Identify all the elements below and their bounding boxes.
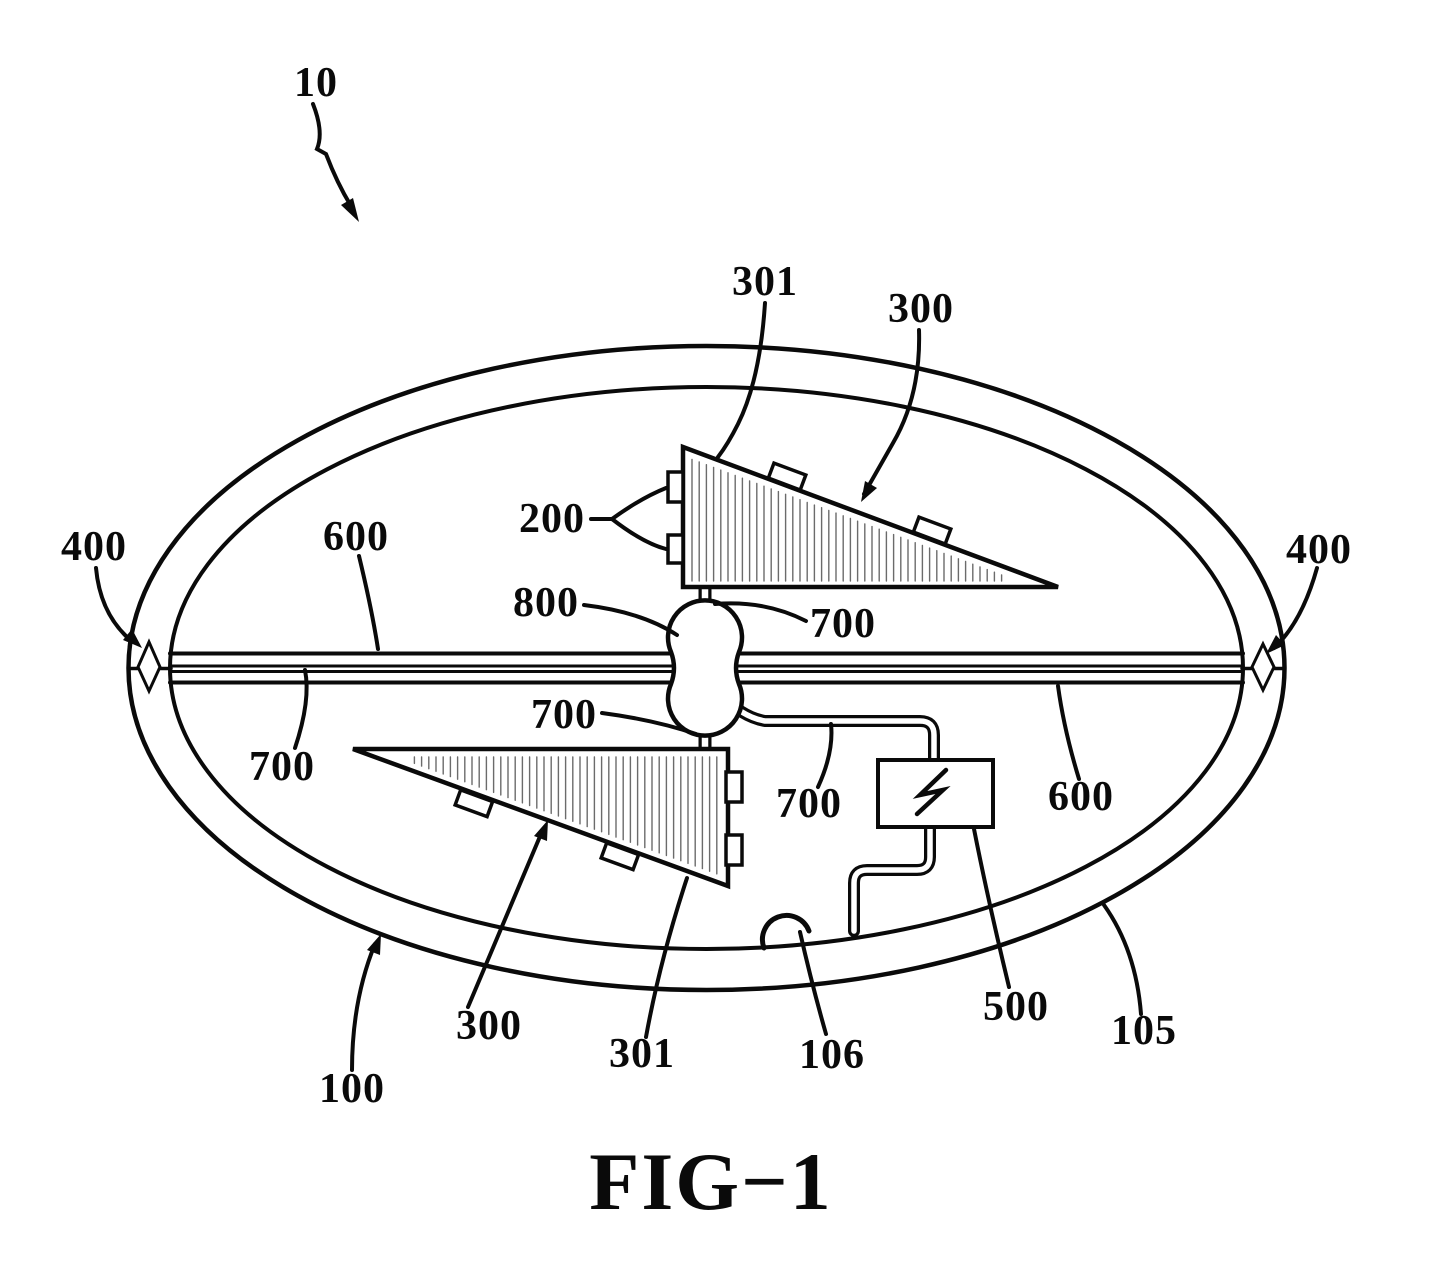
hub-circle [665, 598, 745, 738]
wedge-fin-upper [666, 443, 1059, 590]
arrowheads [123, 198, 1285, 955]
mount-tab-upper-hyp-2 [911, 514, 954, 547]
leader-700-lower-left [293, 668, 309, 750]
leader-301-top [716, 301, 767, 459]
port-bump [759, 912, 812, 951]
figure-caption: FIG−1 [589, 1136, 833, 1227]
ref-label-800: 800 [513, 580, 579, 626]
ref-label-301-bottom: 301 [609, 1031, 675, 1077]
ref-label-700-lower-left: 700 [249, 744, 315, 790]
ref-label-106: 106 [799, 1032, 865, 1078]
leader-300-bottom [466, 832, 543, 1009]
ref-label-700-bottom-center: 700 [776, 781, 842, 827]
ref-label-200: 200 [519, 496, 585, 542]
ref-label-300-top: 300 [888, 286, 954, 332]
ref-label-400-right: 400 [1286, 527, 1352, 573]
ref-label-105: 105 [1111, 1008, 1177, 1054]
ref-label-10: 10 [294, 60, 338, 106]
mount-tab-lower-hyp-2 [598, 840, 641, 872]
pivot-diamond-left [136, 638, 162, 695]
leader-105 [1102, 903, 1143, 1016]
arrowhead-300-top [861, 481, 877, 502]
lightning-bolt-icon [912, 767, 951, 817]
mount-tab-upper-left-1 [666, 470, 685, 504]
mount-tab-upper-hyp-1 [766, 460, 809, 493]
fin-hatching-upper [691, 458, 1003, 582]
leader-200-upper-branch [610, 486, 668, 521]
ref-label-600-right: 600 [1048, 774, 1114, 820]
arrowhead-300-bottom [534, 820, 548, 841]
ref-label-600-left: 600 [323, 514, 389, 560]
mount-tab-upper-left-2 [666, 533, 685, 565]
leader-10 [311, 102, 353, 208]
wedge-fin-lower [352, 746, 744, 890]
leader-301-bottom [644, 876, 689, 1039]
arrowhead-100 [367, 934, 381, 955]
ref-label-400-left: 400 [61, 524, 127, 570]
ref-label-301-top: 301 [732, 259, 798, 305]
leader-106 [798, 930, 828, 1036]
leader-100 [350, 942, 377, 1072]
mount-tab-lower-right-1 [724, 770, 744, 804]
arrowhead-10 [341, 198, 359, 222]
ref-label-300-bottom: 300 [456, 1003, 522, 1049]
mount-tab-lower-right-2 [724, 833, 744, 867]
leader-400-left [94, 566, 130, 640]
leader-500 [972, 827, 1011, 989]
fluid-tube-lower [848, 820, 936, 937]
ref-label-700-mid-left: 700 [531, 692, 597, 738]
leader-600-left [357, 554, 380, 651]
leader-300-top [862, 328, 922, 496]
power-box [876, 758, 995, 829]
arrowhead-400-left [123, 629, 142, 648]
mount-tab-lower-hyp-1 [452, 787, 495, 819]
leader-200-lower-branch [610, 517, 668, 551]
leader-700-bottom-center [816, 722, 834, 789]
leader-800 [582, 603, 679, 637]
pivot-diamond-right [1250, 640, 1276, 694]
leader-700-mid-left [600, 711, 698, 736]
leader-lines [94, 102, 1319, 1072]
ref-label-700-upper: 700 [810, 601, 876, 647]
leader-700-upper [713, 601, 808, 623]
fin-hatching-lower [413, 756, 718, 875]
arrowhead-400-right [1266, 635, 1285, 654]
ref-label-100: 100 [319, 1066, 385, 1112]
leader-600-right [1056, 684, 1081, 781]
ref-label-500: 500 [983, 984, 1049, 1030]
